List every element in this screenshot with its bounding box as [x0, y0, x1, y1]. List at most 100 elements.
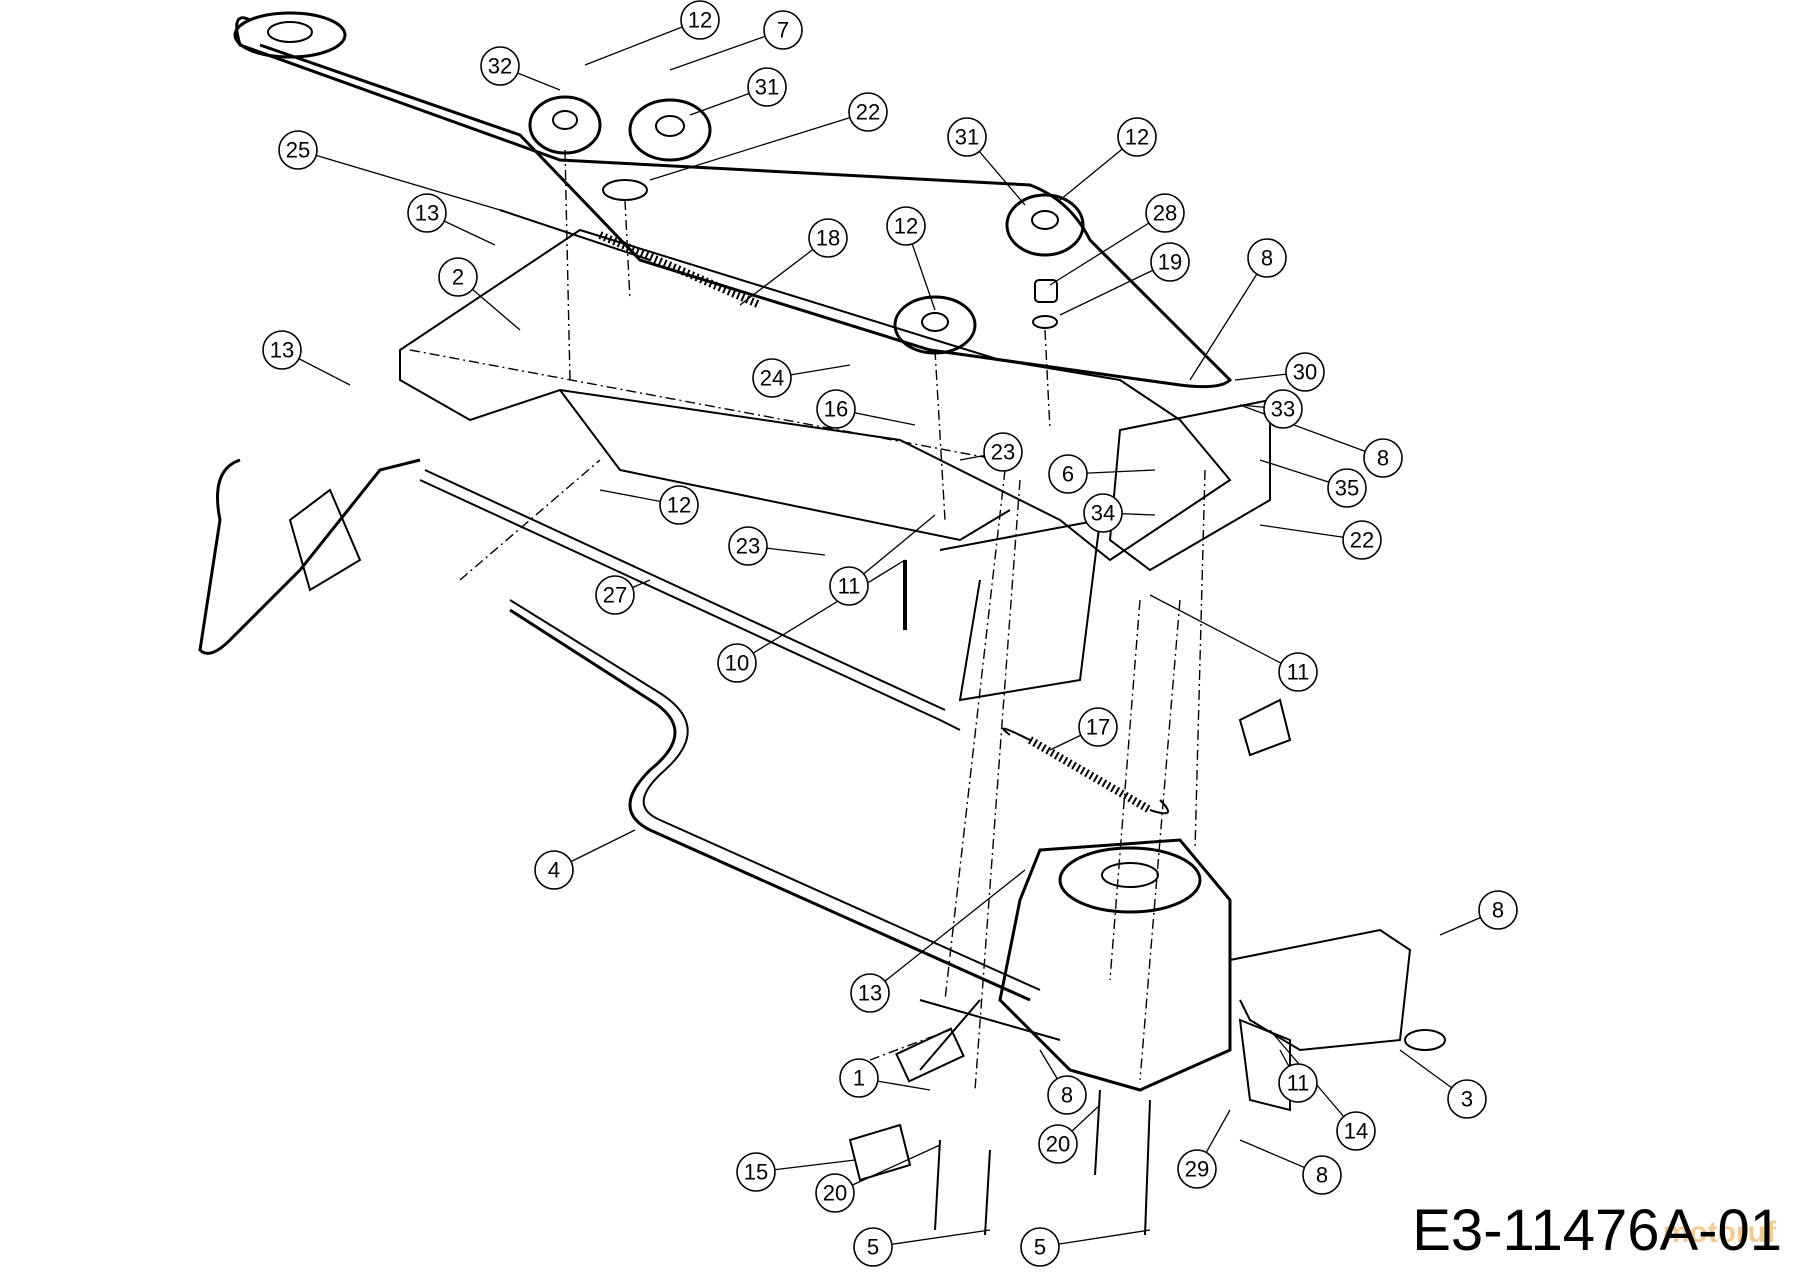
leader-line — [736, 559, 906, 664]
callout-circle — [262, 330, 302, 370]
callout-circle — [1177, 1149, 1217, 1189]
spacer-28 — [1034, 279, 1058, 303]
callout-12: 12 — [1117, 117, 1157, 157]
callout-circle — [1285, 352, 1325, 392]
callout-number: 3 — [1461, 1087, 1473, 1112]
callout-15: 15 — [736, 1152, 776, 1192]
callout-circle — [1048, 454, 1088, 494]
callout-number: 5 — [867, 1235, 879, 1260]
callout-number: 20 — [1046, 1132, 1070, 1157]
callout-5: 5 — [853, 1227, 893, 1267]
bolt-5b — [984, 1149, 991, 1236]
callout-circle — [1150, 242, 1190, 282]
callout-number: 22 — [856, 100, 880, 125]
callout-circle — [1327, 468, 1367, 508]
callout-circle — [438, 257, 478, 297]
callout-circle — [829, 566, 869, 606]
leader-line — [869, 869, 1026, 994]
callout-number: 4 — [548, 858, 560, 883]
callout-number: 12 — [894, 214, 918, 239]
callout-20: 20 — [1038, 1124, 1078, 1164]
callout-14: 14 — [1336, 1111, 1376, 1151]
callout-number: 20 — [823, 1181, 847, 1206]
leader-line — [584, 19, 701, 66]
callout-circle — [1020, 1227, 1060, 1267]
callout-circle — [1302, 1155, 1342, 1195]
callout-circle — [595, 575, 635, 615]
callout-circle — [752, 358, 792, 398]
idler-pulley-12 — [893, 295, 977, 355]
callout-32: 32 — [480, 46, 520, 86]
callout-number: 31 — [955, 125, 979, 150]
callout-13: 13 — [407, 193, 447, 233]
callout-number: 7 — [777, 18, 789, 43]
callout-number: 11 — [838, 574, 861, 599]
callout-10: 10 — [717, 643, 757, 683]
callout-35: 35 — [1327, 468, 1367, 508]
rod-4 — [509, 608, 1031, 1002]
callout-number: 5 — [1034, 1235, 1046, 1260]
bolt-5c — [1094, 1089, 1101, 1176]
callout-11: 11 — [1278, 1063, 1318, 1103]
callout-22: 22 — [848, 92, 888, 132]
callout-24: 24 — [752, 358, 792, 398]
transmission-pulley — [1058, 846, 1202, 914]
callout-number: 35 — [1335, 476, 1359, 501]
engine-pulley — [233, 11, 347, 59]
hub-11 — [1238, 698, 1292, 757]
bolt-5a — [934, 1139, 941, 1231]
callout-19: 19 — [1150, 242, 1190, 282]
callout-3: 3 — [1447, 1079, 1487, 1119]
callout-circle — [1263, 389, 1303, 429]
callout-circle — [983, 432, 1023, 472]
callout-circle — [886, 206, 926, 246]
leader-line — [1059, 261, 1171, 316]
callout-number: 8 — [1316, 1163, 1328, 1188]
callout-number: 8 — [1377, 446, 1389, 471]
callout-2: 2 — [438, 257, 478, 297]
callout-number: 23 — [991, 440, 1015, 465]
callout-number: 23 — [736, 534, 760, 559]
callout-circle — [1117, 117, 1157, 157]
callout-27: 27 — [595, 575, 635, 615]
callout-circle — [717, 643, 757, 683]
callout-circle — [1047, 1075, 1087, 1115]
leader-line — [1189, 257, 1268, 381]
callout-number: 15 — [744, 1160, 768, 1185]
transmission-body — [998, 838, 1232, 1092]
spring-18 — [598, 231, 762, 309]
callout-number: 24 — [760, 366, 784, 391]
callout-8: 8 — [1363, 438, 1403, 478]
drive-belt — [235, 16, 1233, 389]
callout-number: 28 — [1153, 201, 1177, 226]
callout-number: 13 — [270, 338, 294, 363]
callout-8: 8 — [1478, 890, 1518, 930]
callout-29: 29 — [1177, 1149, 1217, 1189]
idler-pulley-32 — [528, 95, 602, 155]
leader-line — [1049, 212, 1166, 286]
callout-number: 27 — [603, 583, 627, 608]
callout-1: 1 — [839, 1058, 879, 1098]
callout-11: 11 — [1278, 652, 1318, 692]
callout-17: 17 — [1078, 707, 1118, 747]
callout-number: 13 — [415, 201, 439, 226]
frame-bracket — [399, 228, 1232, 562]
callout-number: 14 — [1344, 1119, 1368, 1144]
callout-number: 32 — [488, 54, 512, 79]
callout-31: 31 — [947, 117, 987, 157]
callout-8: 8 — [1047, 1075, 1087, 1115]
callout-circle — [480, 46, 520, 86]
callout-circle — [680, 0, 720, 40]
callout-number: 11 — [1287, 660, 1310, 685]
callout-number: 25 — [286, 138, 310, 163]
callout-12: 12 — [659, 485, 699, 525]
callout-number: 30 — [1293, 360, 1317, 385]
callout-number: 33 — [1271, 397, 1295, 422]
callout-number: 6 — [1062, 462, 1074, 487]
callout-number: 19 — [1158, 250, 1182, 275]
callout-5: 5 — [1020, 1227, 1060, 1267]
callout-6: 6 — [1048, 454, 1088, 494]
callout-circle — [736, 1152, 776, 1192]
callout-number: 13 — [858, 981, 882, 1006]
